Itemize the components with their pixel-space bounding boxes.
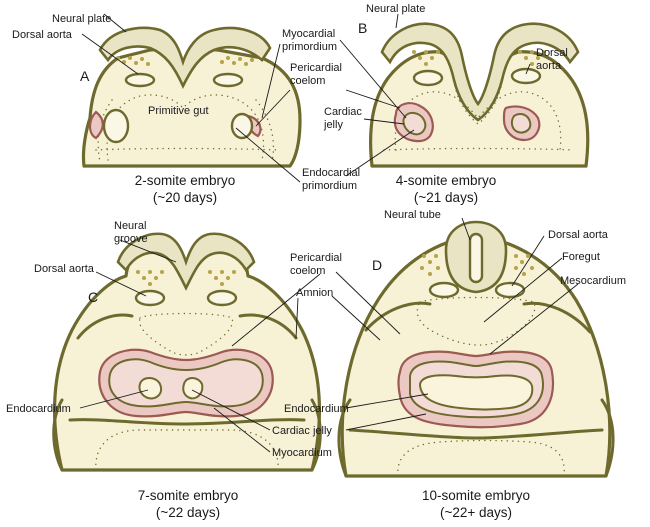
panel-c-endocardium-left bbox=[138, 377, 162, 400]
panel-a-dorsal-aorta-left bbox=[124, 72, 156, 88]
label-c-endocardium: Endocardium bbox=[6, 403, 71, 415]
panel-c-foregut bbox=[138, 312, 234, 356]
label-d-endocardium: Endocardium bbox=[284, 403, 349, 415]
label-b-dorsal-aorta-line1: Dorsal bbox=[536, 47, 568, 59]
label-d-foregut: Foregut bbox=[562, 251, 600, 263]
panel-d-endocardium bbox=[418, 374, 534, 411]
panel-c-yolk-cells bbox=[95, 429, 279, 471]
label-c-amnion: Amnion bbox=[296, 287, 333, 299]
panel-d-ventral-wall bbox=[348, 428, 604, 440]
caption-d-line1: 10-somite embryo bbox=[422, 488, 530, 503]
label-c-myocardium: Myocardium bbox=[272, 447, 332, 459]
caption-b-line2: (~21 days) bbox=[414, 190, 478, 205]
caption-c-line1: 7-somite embryo bbox=[138, 488, 239, 503]
label-a-dorsal-aorta: Dorsal aorta bbox=[12, 29, 73, 41]
label-d-dorsal-aorta: Dorsal aorta bbox=[548, 229, 609, 241]
panel-a-mesenchyme bbox=[116, 56, 254, 66]
caption-c-line2: (~22 days) bbox=[156, 505, 220, 520]
panel-c-letter: C bbox=[88, 289, 98, 305]
label-c-dorsal-aorta: Dorsal aorta bbox=[34, 263, 95, 275]
label-a-primitive-gut: Primitive gut bbox=[148, 105, 209, 117]
label-a-pericardial-coelom-line1: Pericardial bbox=[290, 62, 342, 74]
panel-c-mesenchyme bbox=[136, 270, 236, 286]
caption-a-line1: 2-somite embryo bbox=[135, 173, 236, 188]
label-c-neural-groove-line1: Neural bbox=[114, 220, 146, 232]
panel-b bbox=[368, 22, 590, 168]
panel-b-dorsal-aorta-left bbox=[412, 69, 444, 87]
panel-c-endocardium-right bbox=[182, 377, 204, 400]
label-d-neural-tube: Neural tube bbox=[384, 209, 441, 221]
panel-b-mesenchyme bbox=[412, 50, 546, 66]
panel-a-letter: A bbox=[80, 68, 90, 84]
panel-d-side-flap-right bbox=[600, 398, 615, 478]
label-a-myocardial-primordium-line2: primordium bbox=[282, 41, 337, 53]
panel-d-side-flap-left bbox=[337, 398, 352, 478]
panel-d-dorsal-aorta-left bbox=[428, 281, 460, 299]
panel-b-dorsal-aorta-right bbox=[510, 67, 542, 85]
panel-a bbox=[81, 26, 302, 168]
label-d-mesocardium: Mesocardium bbox=[560, 275, 626, 287]
panel-c-dorsal-aorta-right bbox=[206, 289, 238, 307]
panel-b-letter: B bbox=[358, 20, 367, 36]
panel-c-amnion-line bbox=[76, 313, 298, 340]
label-c-pericardial-coelom-line2: coelom bbox=[290, 265, 325, 277]
label-c-cardiac-jelly: Cardiac jelly bbox=[272, 425, 332, 437]
panel-c-side-flap-right bbox=[310, 398, 322, 472]
panel-b-endoderm bbox=[453, 79, 503, 125]
label-c-neural-groove-line2: groove bbox=[114, 233, 148, 245]
panel-b-cardiac-jelly-right bbox=[510, 113, 532, 134]
caption-d-line2: (~22+ days) bbox=[440, 505, 512, 520]
panel-c-ventral-wall bbox=[68, 418, 306, 426]
panel-d-neural-tube-lumen bbox=[468, 232, 484, 284]
panel-a-myocardial-primordium-left bbox=[88, 110, 104, 140]
label-c-pericardial-coelom-line1: Pericardial bbox=[290, 252, 342, 264]
panel-a-neural-plate bbox=[98, 26, 272, 90]
panel-a-ventral-cells bbox=[95, 147, 281, 151]
panel-d-dorsal-aorta-right bbox=[494, 281, 526, 299]
label-a-neural-plate: Neural plate bbox=[52, 13, 111, 25]
label-b-dorsal-aorta-line2: aorta bbox=[536, 60, 562, 72]
caption-a-line2: (~20 days) bbox=[153, 190, 217, 205]
panel-a-coelom-right bbox=[230, 112, 254, 140]
caption-b-line1: 4-somite embryo bbox=[396, 173, 497, 188]
label-b-neural-plate: Neural plate bbox=[366, 3, 425, 15]
panel-b-cardiac-jelly-left bbox=[402, 112, 427, 136]
panel-d-mesenchyme bbox=[420, 254, 534, 276]
label-a-endocardial-primordium-line1: Endocardial bbox=[302, 167, 360, 179]
label-b-cardiac-jelly-line1: Cardiac bbox=[324, 106, 362, 118]
label-a-pericardial-coelom-line2: coelom bbox=[290, 75, 325, 87]
panel-d-coelom-line bbox=[364, 301, 592, 334]
panel-d bbox=[337, 220, 615, 478]
panel-c-side-flap-left bbox=[52, 398, 64, 472]
label-b-cardiac-jelly-line2: jelly bbox=[323, 119, 343, 131]
panel-a-coelom-left bbox=[102, 108, 130, 144]
label-a-myocardial-primordium-line1: Myocardial bbox=[282, 28, 335, 40]
label-a-endocardial-primordium-line2: primordium bbox=[302, 180, 357, 192]
panel-c bbox=[52, 232, 322, 472]
leader-lines bbox=[79, 13, 579, 453]
panel-d-letter: D bbox=[372, 257, 382, 273]
panel-a-dorsal-aorta-right bbox=[212, 72, 244, 88]
panel-c-neural-groove bbox=[116, 232, 256, 291]
